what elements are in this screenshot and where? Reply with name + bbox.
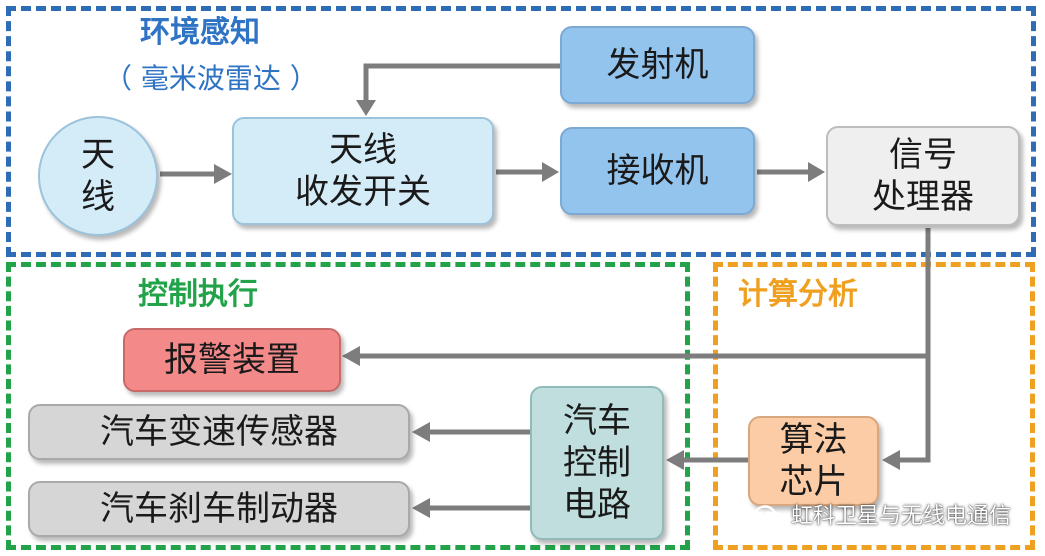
control-circuit-label: 汽车 控制 电路 (563, 401, 631, 525)
alarm-device-node: 报警装置 (123, 328, 341, 392)
arrowhead (808, 162, 825, 182)
compute-title: 计算分析 (738, 277, 858, 312)
wechat-icon (753, 505, 784, 529)
perception-subtitle: （ 毫米波雷达 ） (104, 62, 318, 95)
brake-actuator-label: 汽车刹车制动器 (100, 489, 338, 529)
signal-processor-label: 信号 处理器 (872, 135, 974, 217)
arrowhead (412, 498, 430, 518)
arrowhead (356, 100, 376, 116)
edge-processor-algo-chip (898, 228, 931, 463)
arrowhead (882, 450, 900, 470)
algorithm-chip-label: 算法 芯片 (779, 420, 848, 502)
edge-transmitter-switch (363, 63, 560, 102)
receiver-label: 接收机 (606, 151, 709, 191)
arrowhead (214, 164, 232, 184)
alarm-device-label: 报警装置 (164, 340, 300, 380)
antenna-switch-label: 天线 收发开关 (295, 130, 431, 212)
signal-processor-node: 信号 处理器 (826, 126, 1020, 226)
perception-title: 环境感知 (140, 15, 260, 50)
antenna-label: 天 线 (81, 135, 115, 217)
compute-region (713, 262, 1035, 550)
transmitter-node: 发射机 (560, 26, 755, 104)
arrowhead (412, 422, 430, 442)
arrowhead (342, 346, 360, 366)
antenna-node: 天 线 (38, 116, 158, 236)
arrowhead (666, 450, 684, 470)
transmitter-label: 发射机 (606, 45, 709, 85)
control-title: 控制执行 (138, 277, 258, 312)
speed-sensor-node: 汽车变速传感器 (28, 404, 410, 460)
watermark: 虹科卫星与无线电通信 (753, 504, 1011, 530)
control-circuit-node: 汽车 控制 电路 (530, 386, 664, 540)
algorithm-chip-node: 算法 芯片 (748, 416, 879, 506)
arrowhead (542, 162, 559, 182)
antenna-switch-node: 天线 收发开关 (232, 117, 494, 225)
watermark-text: 虹科卫星与无线电通信 (790, 504, 1011, 529)
control-region (6, 262, 690, 550)
speed-sensor-label: 汽车变速传感器 (100, 412, 338, 452)
perception-region (6, 6, 1036, 257)
brake-actuator-node: 汽车刹车制动器 (28, 481, 410, 537)
receiver-node: 接收机 (560, 127, 755, 215)
